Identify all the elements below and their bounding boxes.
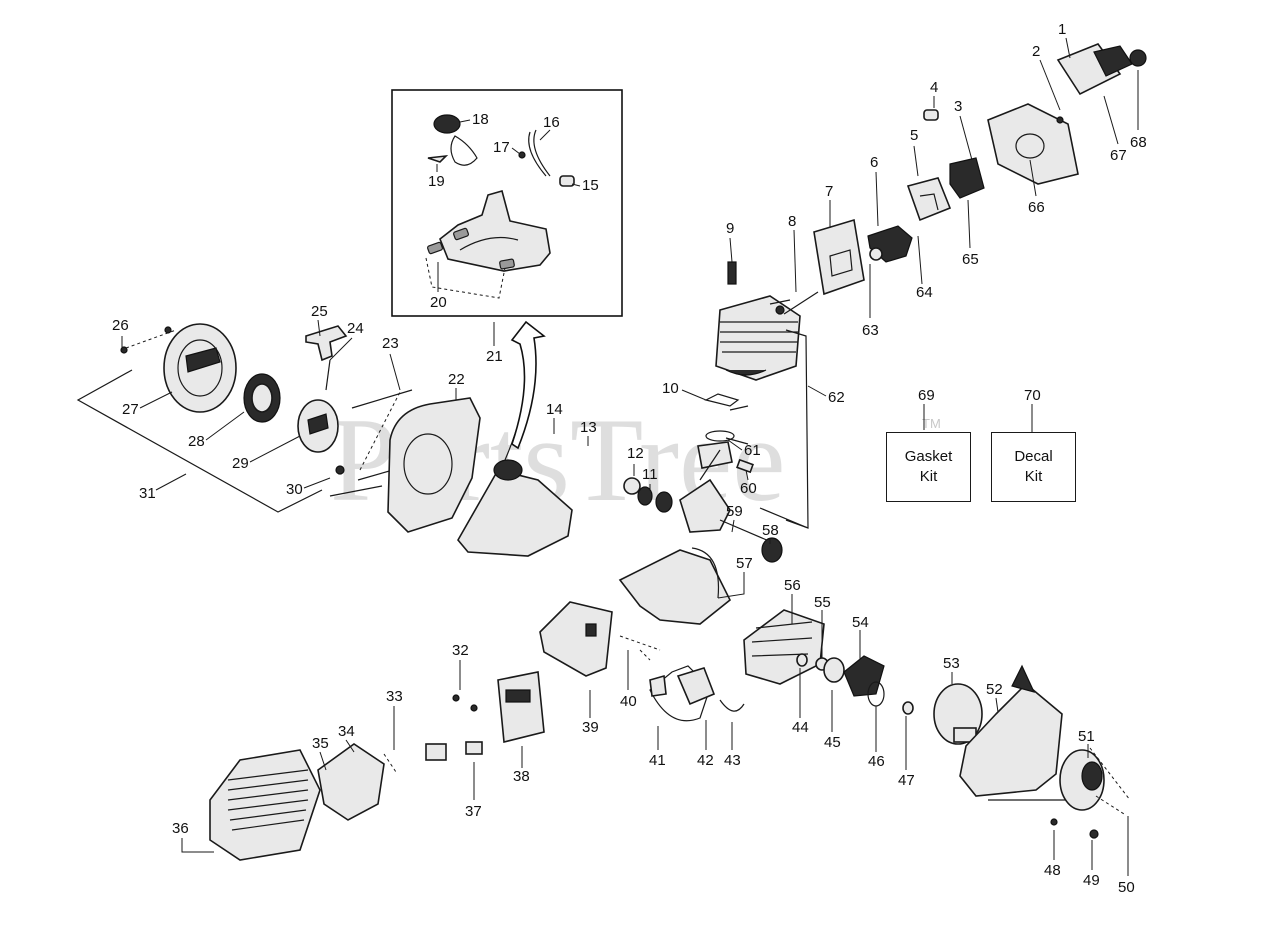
decal-kit-label: Decal Kit	[1014, 448, 1053, 485]
callout-65: 65	[962, 251, 979, 268]
callout-10: 10	[662, 380, 679, 397]
gasket-kit-box: Gasket Kit	[886, 432, 971, 502]
callout-17: 17	[493, 139, 510, 156]
callout-67: 67	[1110, 147, 1127, 164]
callout-64: 64	[916, 284, 933, 301]
ignition-clutch-group	[619, 609, 914, 722]
callout-46: 46	[868, 753, 885, 770]
callout-69: 69	[918, 387, 935, 404]
callout-60: 60	[740, 480, 757, 497]
callout-51: 51	[1078, 728, 1095, 745]
callout-5: 5	[910, 127, 918, 144]
callout-30: 30	[286, 481, 303, 498]
arrow-21-head	[510, 320, 546, 450]
callout-70: 70	[1024, 387, 1041, 404]
callout-52: 52	[986, 681, 1003, 698]
callout-33: 33	[386, 688, 403, 705]
callout-4: 4	[930, 79, 938, 96]
callout-3: 3	[954, 98, 962, 115]
callout-1: 1	[1058, 21, 1066, 38]
callout-20: 20	[430, 294, 447, 311]
gasket-kit-label: Gasket Kit	[904, 448, 953, 485]
callout-22: 22	[448, 371, 465, 388]
callout-21: 21	[486, 348, 503, 365]
callout-39: 39	[582, 719, 599, 736]
callout-36: 36	[172, 820, 189, 837]
callout-14: 14	[546, 401, 563, 418]
starter-group	[76, 323, 413, 513]
callout-19: 19	[428, 173, 445, 190]
callout-40: 40	[620, 693, 637, 710]
callout-55: 55	[814, 594, 831, 611]
callout-9: 9	[726, 220, 734, 237]
callout-8: 8	[788, 213, 796, 230]
engine-core	[539, 261, 819, 677]
callout-28: 28	[188, 433, 205, 450]
callout-24: 24	[347, 320, 364, 337]
muffler-cover-group	[209, 671, 545, 861]
callout-44: 44	[792, 719, 809, 736]
callout-18: 18	[472, 111, 489, 128]
callout-58: 58	[762, 522, 779, 539]
callout-38: 38	[513, 768, 530, 785]
callout-16: 16	[543, 114, 560, 131]
callout-12: 12	[627, 445, 644, 462]
callout-53: 53	[943, 655, 960, 672]
callout-41: 41	[649, 752, 666, 769]
callout-2: 2	[1032, 43, 1040, 60]
callout-32: 32	[452, 642, 469, 659]
fuel-tank-inset-frame	[391, 89, 623, 317]
callout-45: 45	[824, 734, 841, 751]
callout-59: 59	[726, 503, 743, 520]
callout-23: 23	[382, 335, 399, 352]
callout-50: 50	[1118, 879, 1135, 896]
callout-7: 7	[825, 183, 833, 200]
callout-31: 31	[139, 485, 156, 502]
callout-27: 27	[122, 401, 139, 418]
callout-13: 13	[580, 419, 597, 436]
fuel-tank-inset-parts	[425, 114, 575, 299]
callout-6: 6	[870, 154, 878, 171]
callout-43: 43	[724, 752, 741, 769]
callout-47: 47	[898, 772, 915, 789]
callout-61: 61	[744, 442, 761, 459]
callout-66: 66	[1028, 199, 1045, 216]
leader-lines	[121, 37, 1139, 876]
watermark-trademark: TM	[922, 416, 941, 431]
intake-group	[769, 43, 1147, 315]
callout-48: 48	[1044, 862, 1061, 879]
housing-22	[387, 397, 573, 557]
decal-kit-box: Decal Kit	[991, 432, 1076, 502]
callout-49: 49	[1083, 872, 1100, 889]
callout-34: 34	[338, 723, 355, 740]
callout-42: 42	[697, 752, 714, 769]
callout-54: 54	[852, 614, 869, 631]
callout-15: 15	[582, 177, 599, 194]
callout-57: 57	[736, 555, 753, 572]
callout-35: 35	[312, 735, 329, 752]
callout-26: 26	[112, 317, 129, 334]
callout-11: 11	[642, 466, 658, 483]
callout-29: 29	[232, 455, 249, 472]
callout-25: 25	[311, 303, 328, 320]
callout-56: 56	[784, 577, 801, 594]
callout-63: 63	[862, 322, 879, 339]
drive-housing	[933, 664, 1131, 839]
callout-37: 37	[465, 803, 482, 820]
callout-62: 62	[828, 389, 845, 406]
callout-68: 68	[1130, 134, 1147, 151]
callout-numbers: 1 2 3 4 5 6 7 8 9 10 11 12 13 14 15 16 1…	[112, 21, 1147, 896]
